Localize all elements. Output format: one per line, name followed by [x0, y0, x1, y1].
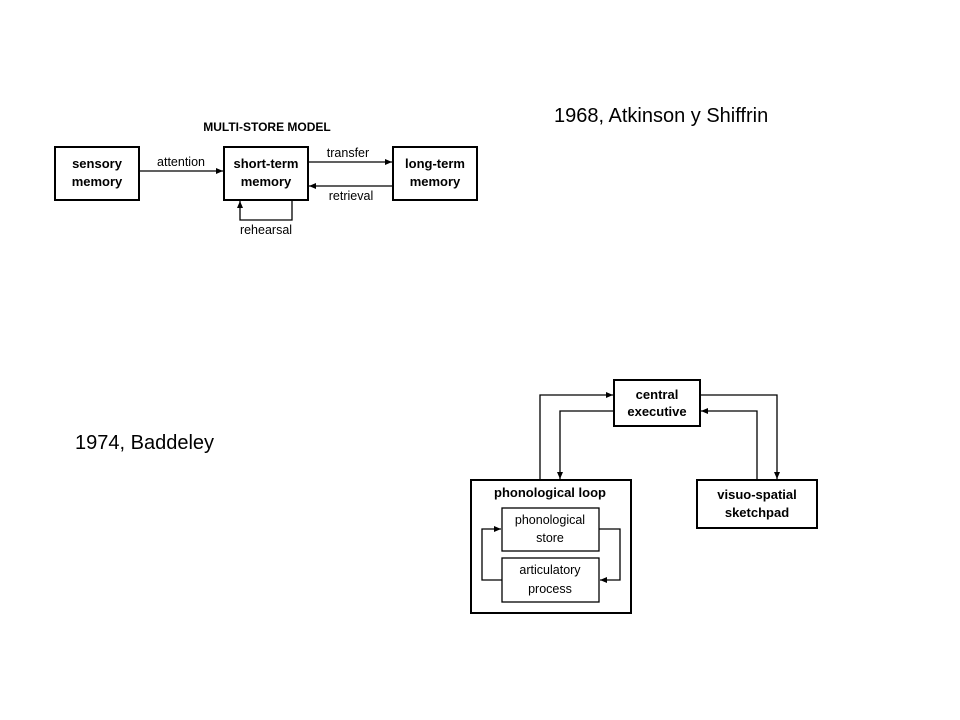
short-term-memory-box: short-term memory: [223, 146, 309, 201]
working-memory-model: central executive phonological loop phon…: [470, 379, 818, 614]
retrieval-label: retrieval: [329, 189, 373, 203]
long-term-memory-box: long-term memory: [392, 146, 478, 201]
phon-store-label-line2: store: [536, 531, 564, 545]
sketchpad-to-executive-arrow: [701, 408, 758, 480]
phon-store-label-line1: phonological: [515, 513, 585, 527]
store-to-articulatory-arrow: [599, 528, 621, 583]
artic-label-line2: process: [528, 582, 572, 596]
multistore-model: MULTI-STORE MODEL sensory memory short-t…: [54, 120, 478, 237]
visuo-spatial-sketchpad-box: visuo-spatial sketchpad: [696, 479, 818, 529]
caption-baddeley: 1974, Baddeley: [75, 432, 215, 454]
executive-to-sketchpad-arrow: [700, 394, 780, 479]
rehearsal-loop-arrow: [237, 200, 293, 221]
artic-label-line1: articulatory: [519, 563, 581, 577]
central-label-line2: executive: [627, 404, 686, 419]
executive-to-loop-arrow: [557, 410, 614, 479]
central-label-line1: central: [636, 387, 679, 402]
visuo-label-line2: sketchpad: [725, 505, 789, 520]
articulatory-process-box: articulatory process: [501, 557, 600, 603]
articulatory-to-store-arrow: [481, 526, 502, 581]
multistore-title: MULTI-STORE MODEL: [203, 120, 331, 134]
phonological-loop-label: phonological loop: [494, 485, 606, 500]
sensory-label-line2: memory: [72, 174, 123, 189]
caption-atkinson-shiffrin: 1968, Atkinson y Shiffrin: [554, 105, 769, 127]
phonological-loop-box: phonological loop phonological store art…: [470, 479, 632, 614]
sensory-memory-box: sensory memory: [54, 146, 140, 201]
sensory-label-line1: sensory: [72, 156, 123, 171]
short-term-label-line1: short-term: [233, 156, 298, 171]
long-term-label-line2: memory: [410, 174, 461, 189]
loop-to-executive-arrow: [539, 392, 613, 480]
phonological-store-box: phonological store: [501, 507, 600, 552]
attention-label: attention: [157, 155, 205, 169]
short-term-label-line2: memory: [241, 174, 292, 189]
long-term-label-line1: long-term: [405, 156, 465, 171]
central-executive-box: central executive: [613, 379, 701, 427]
transfer-label: transfer: [327, 146, 369, 160]
rehearsal-label: rehearsal: [240, 223, 292, 237]
visuo-label-line1: visuo-spatial: [717, 487, 796, 502]
